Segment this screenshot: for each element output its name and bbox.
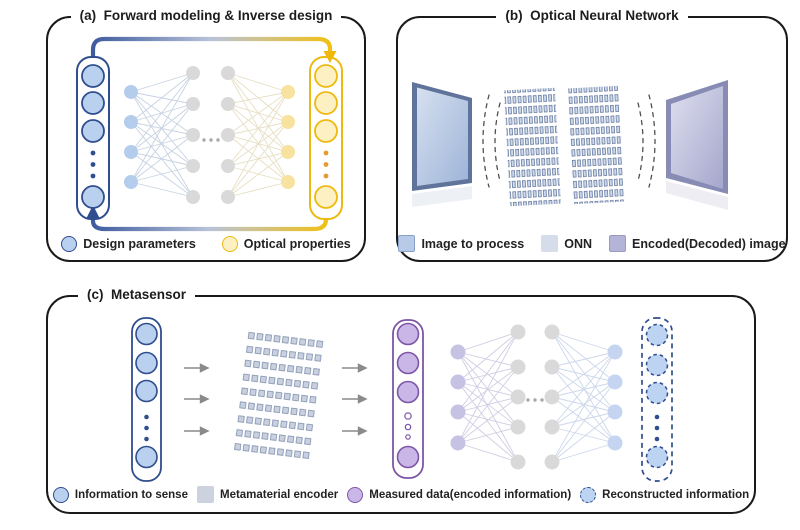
- legend-item: Measured data(encoded information): [347, 486, 572, 503]
- legend-item: Design parameters: [61, 236, 196, 252]
- reconstructed-information-swatch: [580, 486, 597, 503]
- panel-c-legend: Information to sense Metamaterial encode…: [48, 486, 754, 503]
- onn-swatch: [541, 235, 559, 252]
- legend-item: ONN: [541, 235, 592, 252]
- legend-label: Image to process: [421, 236, 525, 251]
- panel-metasensor: [46, 295, 756, 514]
- legend-label: ONN: [564, 236, 593, 251]
- legend-item: Information to sense: [52, 486, 188, 503]
- legend-label: Design parameters: [83, 237, 196, 251]
- legend-label: Encoded(Decoded) image: [632, 236, 786, 251]
- legend-label: Optical properties: [243, 237, 351, 251]
- image-to-process-swatch: [398, 235, 416, 252]
- information-to-sense-swatch: [52, 486, 69, 503]
- legend-item: Metamaterial encoder: [196, 486, 339, 503]
- panel-c-title-row: (c) Metasensor: [78, 287, 196, 303]
- encoded-image-swatch: [609, 235, 627, 252]
- legend-label: Measured data(encoded information): [369, 488, 572, 501]
- measured-data-swatch: [347, 486, 364, 503]
- panel-a-title-row: (a) Forward modeling & Inverse design: [46, 8, 366, 24]
- metamaterial-encoder-swatch: [196, 486, 214, 503]
- panel-b-legend: Image to process ONN Encoded(Decoded) im…: [396, 235, 788, 252]
- panel-optical-neural-network: [396, 16, 788, 262]
- legend-item: Image to process: [398, 235, 524, 252]
- legend-label: Reconstructed information: [602, 488, 750, 501]
- legend-item: Encoded(Decoded) image: [609, 235, 786, 252]
- panel-b-title-row: (b) Optical Neural Network: [396, 8, 788, 24]
- legend-label: Metamaterial encoder: [219, 488, 339, 501]
- optical-properties-swatch: [221, 236, 238, 252]
- legend-item: Reconstructed information: [580, 486, 750, 503]
- legend-label: Information to sense: [74, 488, 188, 501]
- legend-item: Optical properties: [221, 236, 351, 252]
- panel-a-legend: Design parameters Optical properties: [46, 236, 366, 252]
- panel-c-title: (c) Metasensor: [78, 287, 196, 302]
- design-parameters-swatch: [61, 236, 78, 252]
- panel-forward-inverse: [46, 16, 366, 262]
- panel-a-title: (a) Forward modeling & Inverse design: [70, 8, 342, 23]
- panel-b-title: (b) Optical Neural Network: [496, 8, 688, 23]
